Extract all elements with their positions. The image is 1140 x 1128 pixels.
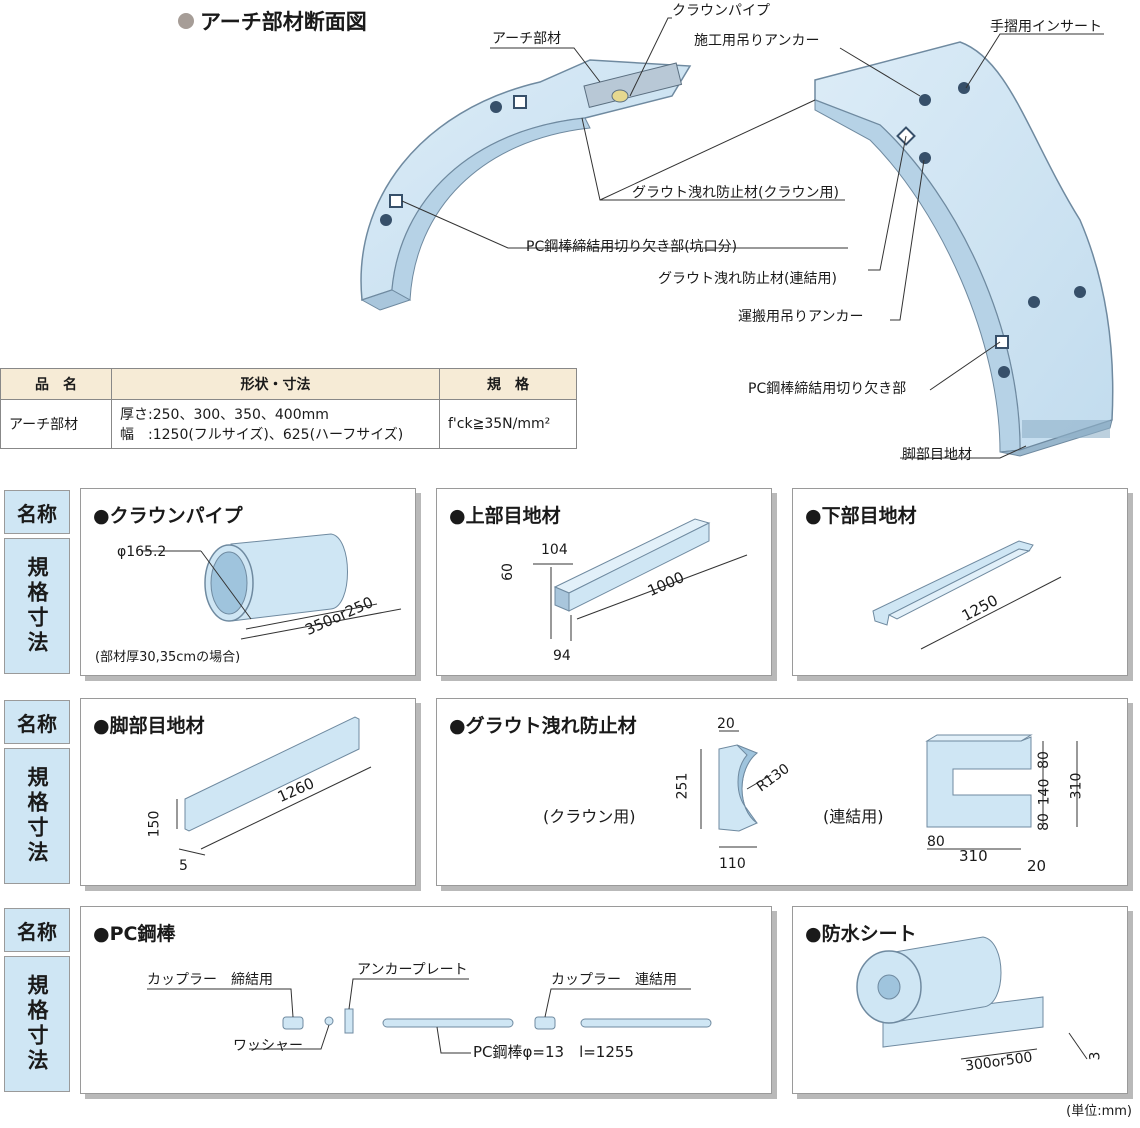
waterproof-title: ●防水シート <box>805 923 917 945</box>
waterproof-drawing <box>856 936 1088 1060</box>
panel-crown-pipe: ●クラウンパイプ φ165.2 350or250 (部材厚30,35cmの場合) <box>80 488 416 676</box>
callout-grout-crown: グラウト洩れ防止材(クラウン用) <box>632 185 839 201</box>
panel-top-joint: ●上部目地材 104 60 94 1000 <box>436 488 772 676</box>
waterproof-thickness: 3 <box>1087 1051 1104 1061</box>
callout-leaders <box>401 17 1104 459</box>
row-dims-thickness: 厚さ:250、300、350、400mm <box>120 407 329 423</box>
panel-foot-joint: ●脚部目地材 150 5 1260 <box>80 698 416 886</box>
top-joint-title: ●上部目地材 <box>449 505 561 527</box>
pc-bar-spec: PC鋼棒φ=13 l=1255 <box>473 1043 634 1061</box>
pc-bar-title: ●PC鋼棒 <box>93 923 176 945</box>
callout-crown-pipe: クラウンパイプ <box>672 3 770 19</box>
foot-joint-drawing <box>176 716 372 856</box>
bullet-icon <box>178 13 194 29</box>
pc-coupler-fasten: カップラー 締結用 <box>147 972 273 988</box>
crown-pipe-note: (部材厚30,35cmの場合) <box>95 650 241 665</box>
diagram-title-text: アーチ部材断面図 <box>200 10 367 34</box>
grout-joint-310h: 310 <box>1068 772 1085 800</box>
grout-crown-label: (クラウン用) <box>543 807 636 826</box>
right-arch-member <box>814 41 1114 457</box>
foot-joint-title: ●脚部目地材 <box>93 715 205 737</box>
row-name: アーチ部材 <box>0 399 112 449</box>
callout-transport-anchor: 運搬用吊りアンカー <box>738 309 864 325</box>
unit-note: (単位:mm) <box>1066 1104 1132 1119</box>
pc-washer: ワッシャー <box>233 1038 303 1054</box>
row-dims-width: 幅 :1250(フルサイズ)、625(ハーフサイズ) <box>120 427 404 443</box>
side-spec-1: 規格寸法 <box>4 538 70 674</box>
side-spec-2: 規格寸法 <box>4 748 70 884</box>
grout-joint-140: 140 <box>1036 778 1053 806</box>
callout-grout-joint: グラウト洩れ防止材(連結用) <box>658 271 837 287</box>
top-joint-height: 60 <box>499 563 516 581</box>
panel-bottom-joint: ●下部目地材 1250 <box>792 488 1128 676</box>
callout-pc-notch-portal: PC鋼棒締結用切り欠き部(坑口分) <box>526 239 738 255</box>
grout-drawing <box>700 730 1078 850</box>
diagram-title: アーチ部材断面図 <box>178 6 367 36</box>
top-joint-width: 104 <box>541 542 568 558</box>
pc-coupler-connect: カップラー 連結用 <box>551 972 677 988</box>
callout-handrail-insert: 手摺用インサート <box>990 19 1102 35</box>
grout-joint-310w: 310 <box>959 847 988 865</box>
callout-foot-joint: 脚部目地材 <box>902 447 972 463</box>
grout-crown-height: 251 <box>674 772 691 800</box>
top-joint-depth: 94 <box>553 648 571 664</box>
row-dims: 厚さ:250、300、350、400mm 幅 :1250(フルサイズ)、625(… <box>111 399 440 449</box>
grout-joint-20: 20 <box>1027 857 1047 875</box>
grout-joint-80a: 80 <box>1035 751 1052 769</box>
panel-grout-stopper: ●グラウト洩れ防止材 20 251 R130 110 (クラウン用) (連結用)… <box>436 698 1128 886</box>
top-joint-drawing <box>533 518 748 641</box>
header-standard: 規 格 <box>439 368 577 400</box>
crown-pipe-diameter: φ165.2 <box>117 544 167 560</box>
callout-pc-notch: PC鋼棒締結用切り欠き部 <box>748 381 907 397</box>
grout-joint-80w: 80 <box>927 834 945 850</box>
pc-anchor-plate: アンカープレート <box>357 962 468 978</box>
grout-joint-label: (連結用) <box>823 807 884 826</box>
header-dims: 形状・寸法 <box>111 368 440 400</box>
panel-waterproof-sheet: ●防水シート 300or500 3 <box>792 906 1128 1094</box>
arch-drawing <box>360 17 1114 459</box>
side-name-3: 名称 <box>4 908 70 952</box>
grout-joint-80b: 80 <box>1035 813 1052 831</box>
grout-crown-width: 110 <box>719 856 746 872</box>
side-name-1: 名称 <box>4 490 70 534</box>
callout-construction-anchor: 施工用吊りアンカー <box>694 33 820 49</box>
crown-pipe-drawing <box>141 533 402 640</box>
foot-joint-thickness: 5 <box>179 858 188 874</box>
bottom-joint-title: ●下部目地材 <box>805 505 917 527</box>
callout-arch-member: アーチ部材 <box>492 31 562 47</box>
spec-table: 品 名 形状・寸法 規 格 アーチ部材 厚さ:250、300、350、400mm… <box>0 368 577 449</box>
spec-table-row: アーチ部材 厚さ:250、300、350、400mm 幅 :1250(フルサイズ… <box>0 399 577 449</box>
grout-title: ●グラウト洩れ防止材 <box>449 715 637 737</box>
crown-pipe-title: ●クラウンパイプ <box>93 505 243 527</box>
pc-bar-drawing <box>147 978 712 1054</box>
grout-crown-top: 20 <box>717 716 735 732</box>
header-name: 品 名 <box>0 368 112 400</box>
panel-pc-bar: ●PC鋼棒 カップラー 締結用 アンカープレート カップラー 連結用 ワッシャー… <box>80 906 772 1094</box>
foot-joint-height: 150 <box>146 810 163 838</box>
bottom-joint-drawing <box>872 540 1062 650</box>
side-name-2: 名称 <box>4 700 70 744</box>
side-spec-3: 規格寸法 <box>4 956 70 1092</box>
spec-table-header: 品 名 形状・寸法 規 格 <box>0 368 577 400</box>
row-standard: f'ck≧35N/mm² <box>439 399 577 449</box>
